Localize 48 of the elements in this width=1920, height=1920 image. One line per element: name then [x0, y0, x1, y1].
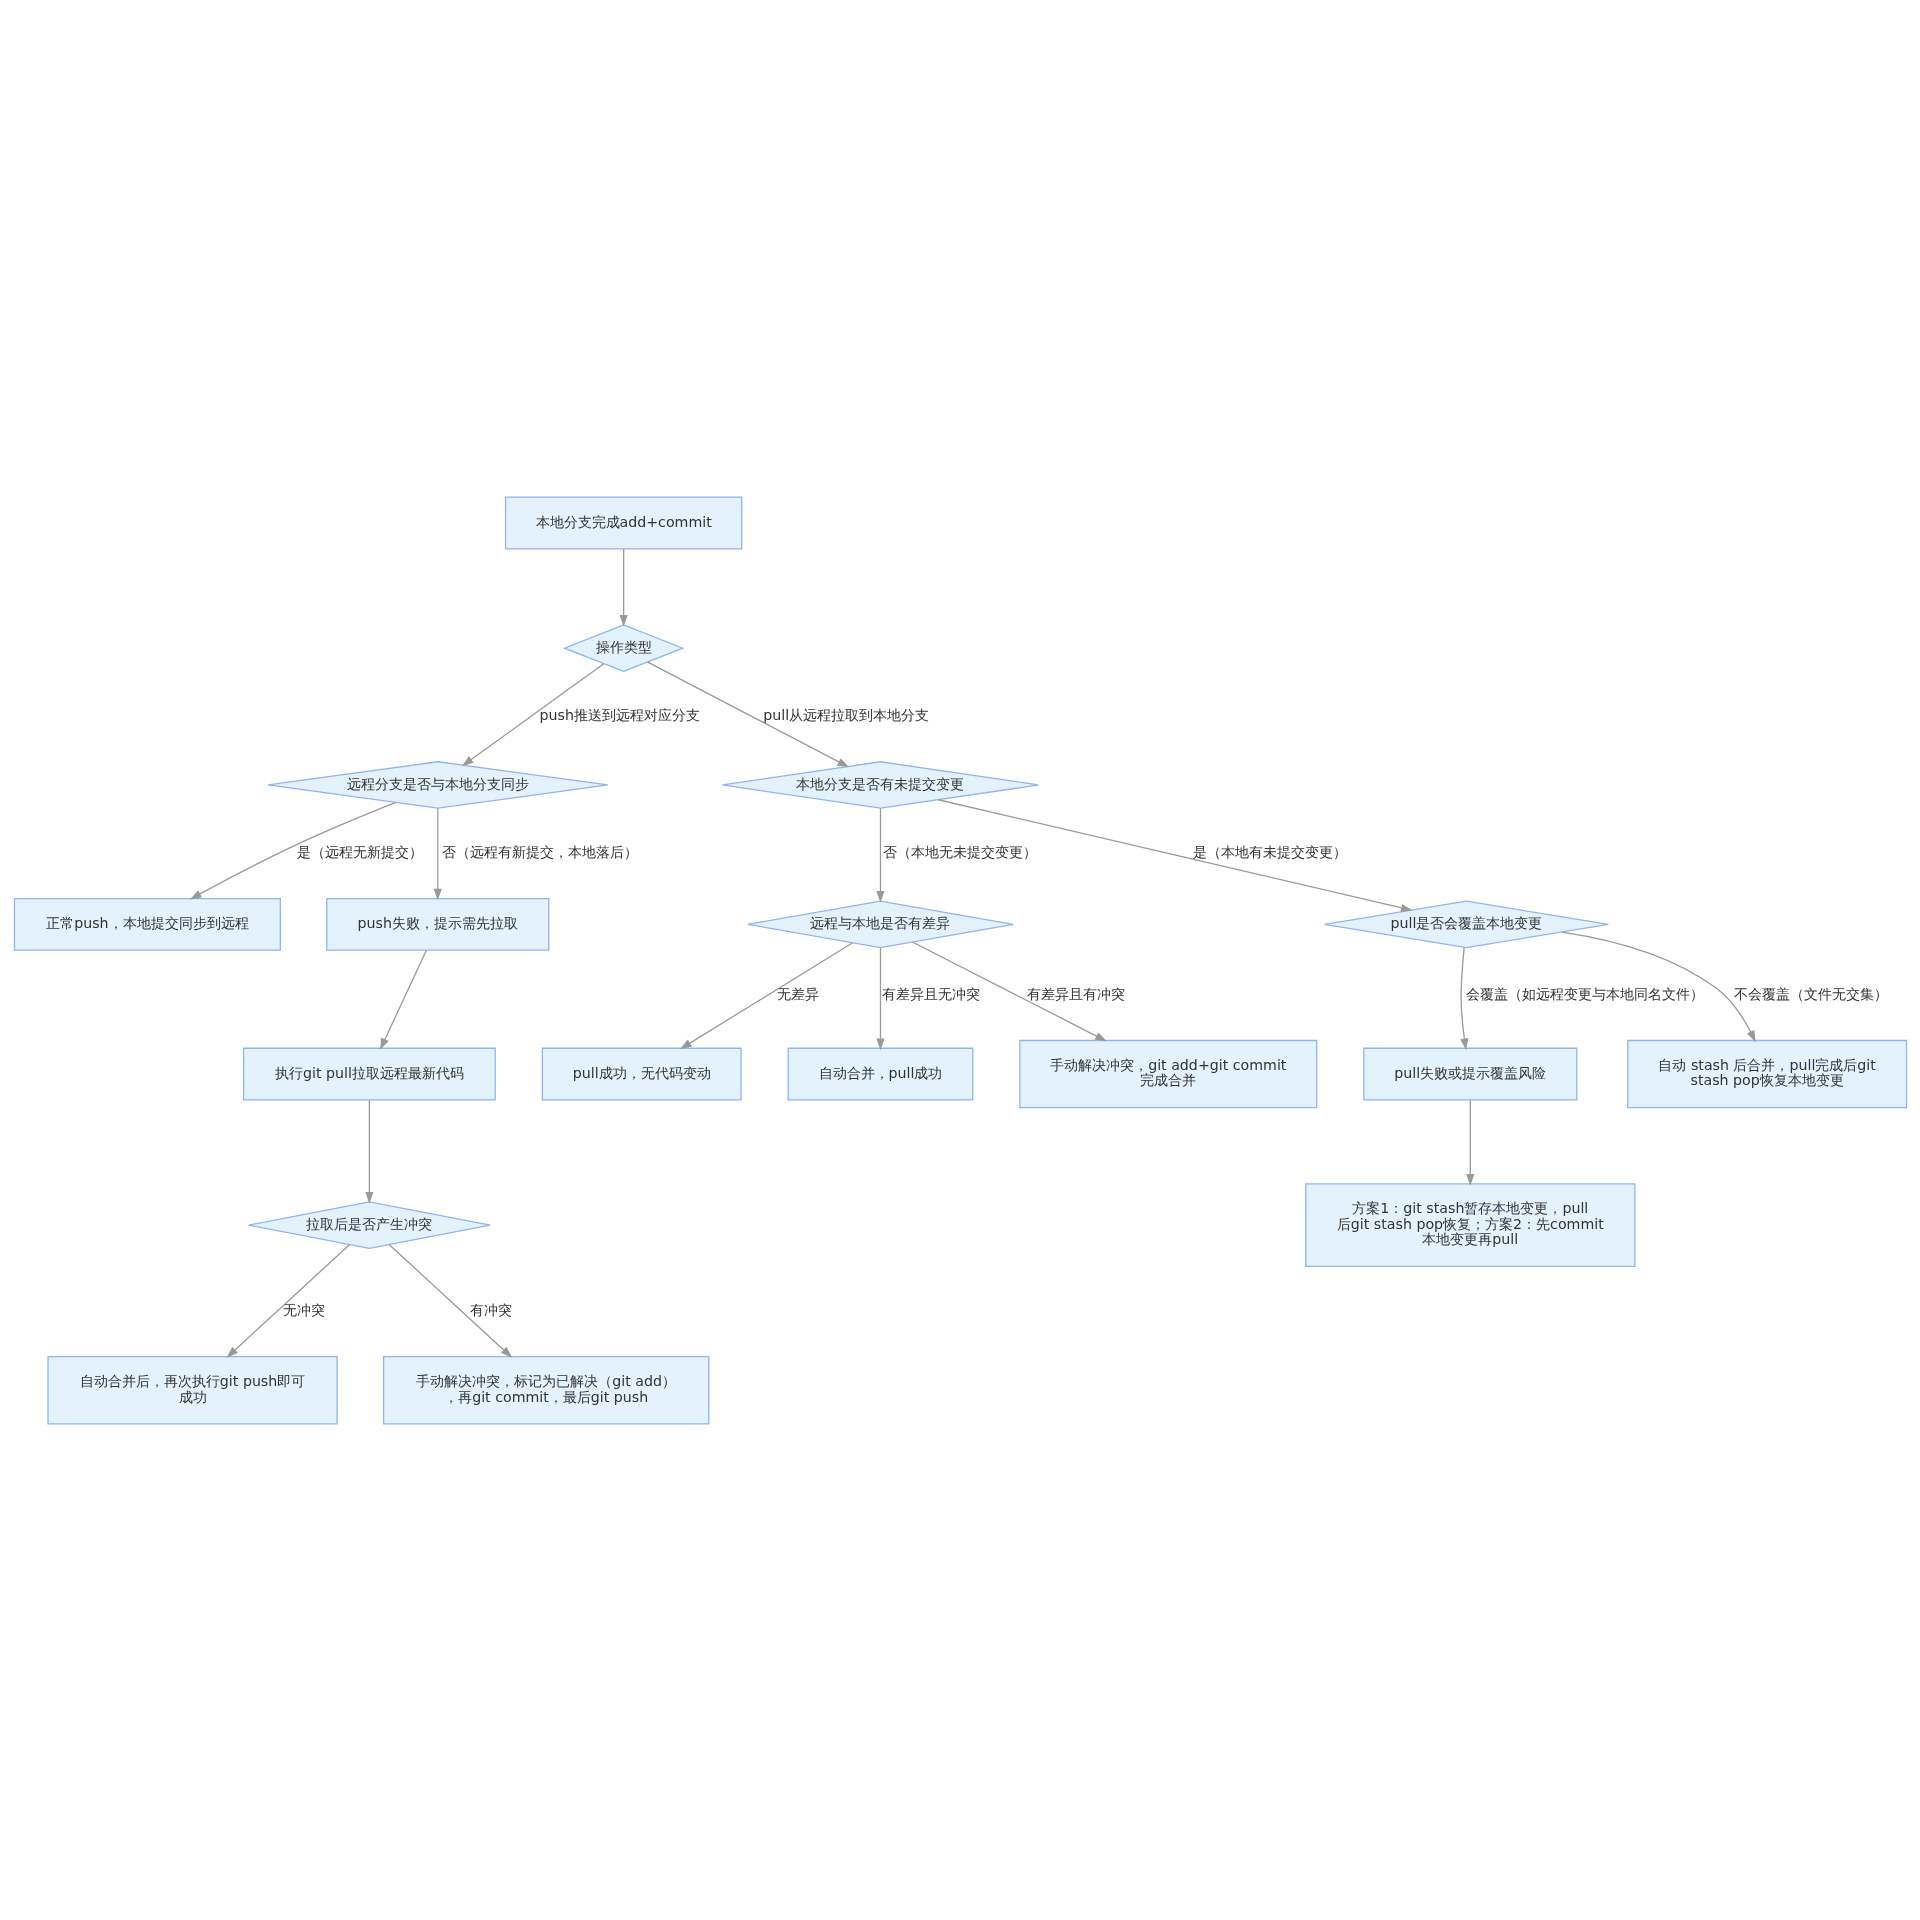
- node-diamond: 本地分支是否有未提交变更: [721, 760, 1039, 809]
- node-box: pull失败或提示覆盖风险: [1362, 1047, 1577, 1101]
- node-box: 自动合并，pull成功: [787, 1047, 973, 1101]
- edge-label: 是（本地有未提交变更）: [1192, 843, 1347, 860]
- arrow: [189, 801, 396, 899]
- arrow: [875, 946, 885, 1050]
- arrow: [937, 798, 1413, 912]
- edge-label: 无差异: [776, 985, 819, 1002]
- edge-label: 是（远程无新提交）: [296, 843, 423, 860]
- arrow: [1459, 946, 1468, 1050]
- arrow: [1465, 1099, 1474, 1186]
- edge-label: 有差异且无冲突: [881, 985, 980, 1002]
- arrow: [388, 1243, 512, 1358]
- node-diamond: 操作类型: [562, 623, 685, 672]
- arrow: [461, 662, 604, 766]
- edge-label: 否（远程有新提交，本地落后）: [441, 843, 638, 860]
- node-box: pull成功，无代码变动: [541, 1047, 742, 1101]
- arrow: [433, 807, 442, 900]
- node-box: 方案1：git stash暂存本地变更，pull后git stash pop恢复；方案2：先commit本地变更再pull: [1304, 1182, 1635, 1267]
- edge-label: 有冲突: [469, 1301, 512, 1318]
- node-diamond: 远程与本地是否有差异: [746, 899, 1014, 948]
- edge-label: 无冲突: [282, 1301, 325, 1318]
- node-diamond: 远程分支是否与本地分支同步: [266, 760, 608, 809]
- arrow: [619, 547, 628, 626]
- edge-label: 会覆盖（如远程变更与本地同名文件）: [1465, 985, 1704, 1002]
- node-box: 手动解决冲突，标记为已解决（git add），再git commit，最后git push: [382, 1355, 709, 1424]
- arrow: [379, 949, 427, 1050]
- node-diamond: pull是否会覆盖本地变更: [1323, 899, 1609, 948]
- arrow: [226, 1243, 350, 1358]
- arrow: [1560, 930, 1756, 1042]
- edge-label: 否（本地无未提交变更）: [883, 843, 1037, 860]
- edge-label: 不会覆盖（文件无交集）: [1733, 985, 1888, 1002]
- arrow: [364, 1099, 373, 1204]
- arrow: [911, 941, 1107, 1041]
- edge-label: 有差异且有冲突: [1026, 985, 1125, 1002]
- node-box: 本地分支完成add+commit: [504, 496, 742, 549]
- node-box: 手动解决冲突，git add+git commit完成合并: [1018, 1039, 1317, 1108]
- arrow: [875, 807, 885, 903]
- node-box: 自动合并后，再次执行git push即可成功: [46, 1355, 338, 1424]
- node-diamond: 拉取后是否产生冲突: [247, 1200, 491, 1249]
- arrow: [679, 941, 853, 1049]
- node-box: 执行git pull拉取远程最新代码: [242, 1047, 496, 1101]
- node-box: push失败，提示需先拉取: [325, 897, 549, 951]
- arrow: [646, 660, 849, 767]
- node-box: 自动 stash 后合并，pull完成后git stash pop恢复本地变更: [1626, 1039, 1907, 1108]
- edge-label: push推送到远程对应分支: [539, 706, 700, 723]
- node-box: 正常push，本地提交同步到远程: [13, 897, 281, 951]
- edge-label: pull从远程拉取到本地分支: [762, 706, 929, 723]
